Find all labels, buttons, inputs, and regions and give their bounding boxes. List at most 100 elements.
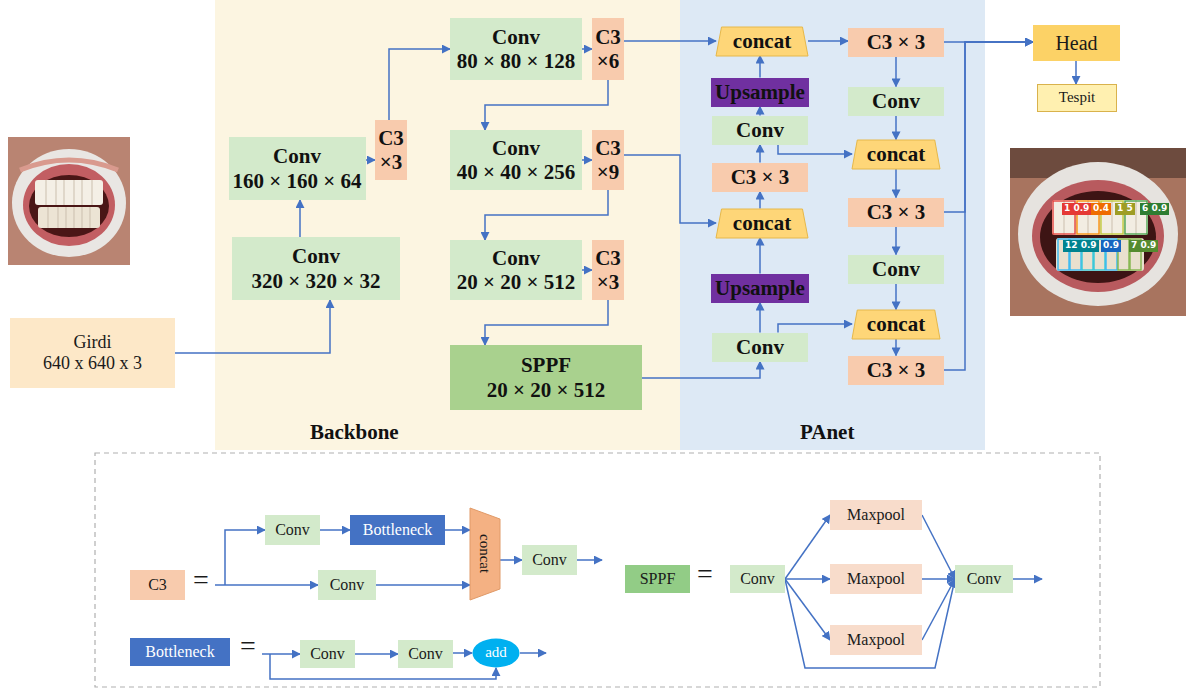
connector xyxy=(785,515,830,579)
node-text: 640 x 640 x 3 xyxy=(43,353,142,374)
c3-block: C3 ×3 xyxy=(592,240,624,300)
region-band: Backbone Conv 320 × 320 × 32 Conv160 × 160 … xyxy=(215,0,680,450)
node-text: Conv xyxy=(736,335,784,359)
connector xyxy=(759,56,761,78)
conv-block: Conv xyxy=(522,545,577,575)
connector xyxy=(320,529,350,531)
connector xyxy=(895,169,897,198)
upsample-block: Upsample xyxy=(711,274,809,303)
connector xyxy=(759,145,761,163)
c3-block: C3 xyxy=(130,570,185,600)
node-text: Maxpool xyxy=(847,506,905,524)
connector xyxy=(376,584,470,586)
detection-score: 0.9 xyxy=(1101,240,1121,252)
node-text: Conv xyxy=(492,246,540,270)
connector xyxy=(895,116,897,140)
panet-band-fill xyxy=(680,0,985,450)
maxpool-block: Maxpool xyxy=(830,564,922,594)
connector xyxy=(366,159,376,161)
connector xyxy=(759,192,761,209)
connector xyxy=(778,324,852,333)
backbone-band-fill xyxy=(215,0,680,450)
c3-block: C3 ×3 xyxy=(375,120,407,180)
node-text: Upsample xyxy=(715,276,805,300)
node-text: Conv xyxy=(273,144,321,168)
connector xyxy=(299,200,301,237)
connector xyxy=(389,49,450,120)
node-text: concat xyxy=(733,211,791,235)
detection-score: 1 0.9 xyxy=(1062,203,1091,215)
connector xyxy=(895,57,897,87)
legend-lines xyxy=(215,530,1042,679)
legend-frame xyxy=(95,453,1100,687)
node-text: Conv xyxy=(492,136,540,160)
concat-block: concat xyxy=(852,310,940,339)
connector xyxy=(759,238,761,274)
node-text: Bottleneck xyxy=(363,521,432,539)
node-text: Conv xyxy=(532,551,567,569)
c3-block: C3 ×6 xyxy=(592,18,624,80)
node-text: Conv xyxy=(872,257,920,281)
node-text: Conv xyxy=(330,576,365,594)
detection-score: 12 0.9 xyxy=(1063,240,1099,252)
node-text: concat xyxy=(867,142,925,166)
connector xyxy=(624,40,716,42)
conv-block: Conv160 × 160 × 64 xyxy=(229,137,366,200)
detection-score: 1 5 xyxy=(1115,203,1135,215)
region-title: PAnet xyxy=(800,420,854,444)
connector xyxy=(944,42,1033,370)
conv-block: Conv xyxy=(955,565,1013,593)
conv-block: Conv xyxy=(730,565,785,593)
node-text: C3 × 3 xyxy=(867,200,926,224)
node-text: Girdi xyxy=(74,332,112,353)
upsample-block: Upsample xyxy=(711,78,809,107)
connector xyxy=(624,155,716,223)
conv-block: Conv xyxy=(398,640,453,668)
conv-block: Conv xyxy=(712,333,808,362)
equals-sign: = xyxy=(193,566,209,594)
maxpool-block: Maxpool xyxy=(830,500,922,530)
node-text: 20 × 20 × 512 xyxy=(487,378,605,402)
node-text: Conv xyxy=(310,645,345,663)
node-text: Conv xyxy=(408,645,443,663)
c3-block: C3 ×9 xyxy=(592,130,624,190)
connector xyxy=(582,159,592,161)
node-text: 40 × 40 × 256 xyxy=(457,160,575,184)
region-title: Backbone xyxy=(310,420,399,444)
conv-block: Conv xyxy=(265,515,320,545)
node-text: Tespit xyxy=(1059,89,1095,106)
sppf-block: SPPF20 × 20 × 512 xyxy=(450,345,642,410)
node-text: 320 × 320 × 32 xyxy=(252,269,381,293)
conv-block: Conv20 × 20 × 512 xyxy=(450,240,582,300)
head-block: Head xyxy=(1033,25,1120,61)
connector xyxy=(922,515,955,579)
connector xyxy=(582,48,592,50)
node-text: Conv xyxy=(275,521,310,539)
bottleneck-block: Bottleneck xyxy=(130,638,230,666)
node-text: Bottleneck xyxy=(145,643,214,661)
c3-block: C3 × 3 xyxy=(848,28,944,57)
conv-block: Conv40 × 40 × 256 xyxy=(450,130,582,190)
conv-block: Conv80 × 80 × 128 xyxy=(450,18,582,80)
node-text: Conv xyxy=(736,118,784,142)
connector xyxy=(453,652,472,654)
connector xyxy=(922,578,955,580)
connector xyxy=(1075,61,1077,84)
input-photo xyxy=(8,137,130,265)
concat-block: concat xyxy=(716,27,808,56)
connector xyxy=(582,269,592,271)
node-text: 20 × 20 × 512 xyxy=(457,270,575,294)
region-band: PAnetconcatUpsampleConvC3 × 3concatUpsam… xyxy=(680,0,985,450)
connector xyxy=(485,80,608,130)
node-text: C3 ×3 xyxy=(377,126,405,174)
node-text: Conv xyxy=(740,570,775,588)
node-text: Upsample xyxy=(715,80,805,104)
maxpool-block: Maxpool xyxy=(830,625,922,655)
connector xyxy=(895,339,897,356)
node-text: Conv xyxy=(967,570,1002,588)
conv-block: Conv xyxy=(300,640,355,668)
sppf-block: SPPF xyxy=(625,565,690,593)
connector xyxy=(895,284,897,310)
connector xyxy=(759,107,761,116)
equals-sign: = xyxy=(697,560,713,588)
